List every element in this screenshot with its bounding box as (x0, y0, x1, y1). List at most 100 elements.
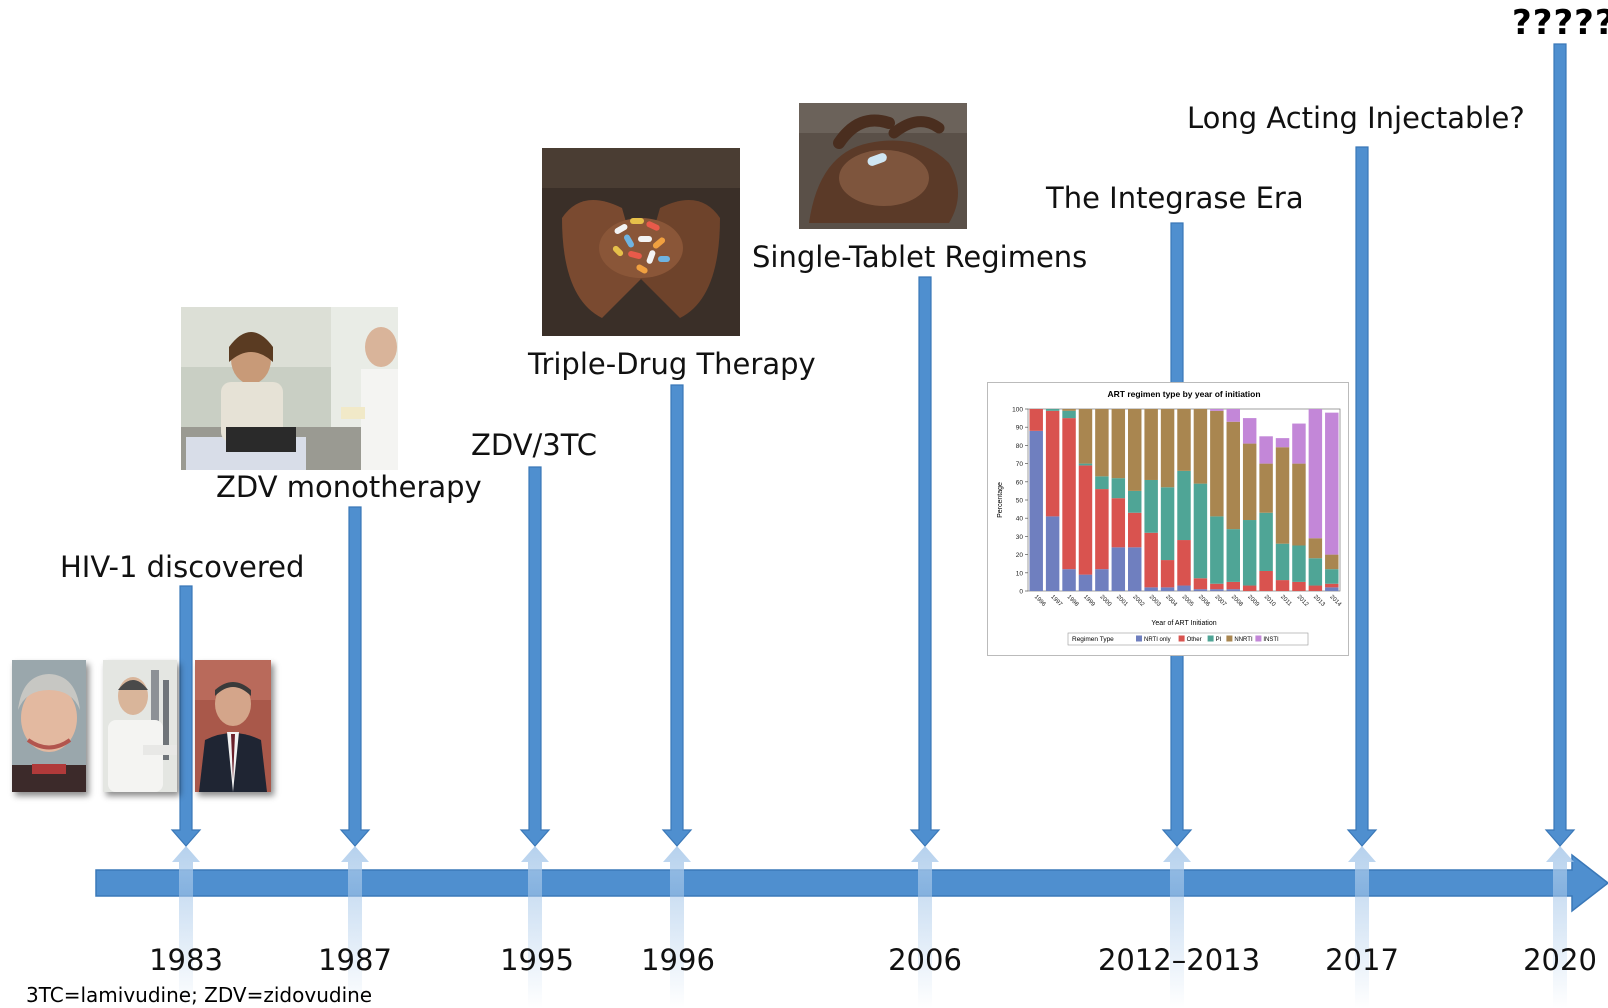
year-label-1996: 1996 (641, 943, 715, 977)
bar-pi-2001 (1111, 478, 1126, 499)
bar-nnrti-2010 (1259, 463, 1273, 513)
bar-pi-2004 (1160, 487, 1175, 561)
bar-nrti-only-2004 (1160, 587, 1175, 591)
year-label-1995: 1995 (500, 943, 574, 977)
bar-other-1998 (1062, 418, 1076, 570)
portrait-2 (103, 660, 177, 792)
event-label-2012-2013: The Integrase Era (1046, 181, 1304, 215)
bar-pi-2003 (1144, 479, 1158, 533)
event-label-1987: ZDV monotherapy (216, 470, 482, 504)
legend-swatch-nrti-only (1136, 635, 1142, 642)
event-arrow (339, 506, 371, 847)
bar-pi-1998 (1062, 410, 1076, 419)
legend-entry: PI (1216, 637, 1222, 643)
legend-title: Regimen Type (1072, 636, 1114, 643)
bar-pi-2006 (1193, 483, 1208, 579)
arrow-reflection (172, 846, 200, 1008)
portrait-1 (12, 660, 86, 792)
x-tick-label: 1998 (1066, 594, 1080, 608)
bar-other-2002 (1128, 512, 1142, 548)
arrow-reflection (1163, 846, 1191, 1008)
pills-in-hands-image (542, 148, 740, 336)
bar-pi-2002 (1128, 490, 1142, 513)
y-tick-label: 20 (1016, 552, 1024, 559)
bar-other-1996 (1029, 409, 1043, 431)
bar-pi-1997 (1045, 409, 1060, 411)
chart-legend (1067, 632, 1309, 646)
bar-nnrti-2006 (1193, 409, 1208, 484)
year-label-2006: 2006 (888, 943, 962, 977)
bar-pi-2007 (1210, 516, 1224, 584)
event-arrow (661, 384, 693, 847)
event-arrow (1346, 146, 1378, 847)
legend-entry: NNRTI (1234, 637, 1253, 643)
bar-insti-2008 (1226, 409, 1240, 422)
y-tick-label: 30 (1016, 534, 1024, 541)
bar-nrti-only-1998 (1062, 569, 1076, 591)
arrow-reflection (911, 846, 939, 1008)
y-tick-label: 100 (1012, 407, 1023, 414)
footnote: 3TC=lamivudine; ZDV=zidovudine (26, 983, 373, 1007)
bar-pi-2009 (1242, 520, 1257, 586)
x-tick-label: 2013 (1312, 594, 1326, 608)
x-tick-label: 1997 (1049, 594, 1063, 608)
bar-other-2012 (1292, 581, 1306, 591)
bar-nrti-only-2003 (1144, 587, 1158, 591)
portrait-man-suit-image (195, 660, 271, 792)
x-tick-label: 1999 (1082, 594, 1096, 608)
event-label-2017: Long Acting Injectable? (1187, 101, 1525, 135)
art-regimen-chart-svg: ART regimen type by year of initiation01… (997, 389, 1343, 646)
bar-nnrti-2000 (1095, 409, 1109, 477)
bar-nrti-only-2000 (1095, 569, 1109, 591)
bar-insti-2011 (1275, 438, 1290, 448)
event-label-1996: Triple-Drug Therapy (528, 347, 816, 381)
bar-insti-2007 (1210, 409, 1224, 411)
bar-nnrti-2014 (1325, 554, 1339, 570)
bar-nnrti-2007 (1210, 410, 1224, 517)
bar-nrti-only-2008 (1226, 589, 1240, 591)
bar-insti-2013 (1308, 409, 1323, 539)
x-tick-label: 2004 (1164, 594, 1178, 608)
bar-nnrti-2003 (1144, 409, 1158, 480)
single-tablet-hand-photo (799, 103, 967, 229)
bar-pi-2014 (1325, 569, 1339, 584)
legend-swatch-insti (1255, 635, 1262, 642)
bar-other-2006 (1193, 578, 1208, 590)
bar-nrti-only-2006 (1193, 589, 1208, 591)
bar-nrti-only-1997 (1045, 516, 1060, 591)
event-label-1983: HIV-1 discovered (60, 550, 305, 584)
bar-nnrti-2001 (1111, 409, 1126, 479)
bar-insti-2014 (1325, 412, 1339, 555)
y-tick-label: 50 (1016, 498, 1024, 505)
bar-insti-2012 (1292, 423, 1306, 464)
bar-nnrti-2004 (1160, 409, 1175, 488)
bar-nrti-only-1999 (1078, 574, 1093, 591)
legend-entry: INSTI (1263, 637, 1279, 643)
year-label-2017: 2017 (1325, 943, 1399, 977)
bar-nrti-only-2001 (1111, 547, 1126, 591)
event-label-1995: ZDV/3TC (471, 428, 598, 462)
x-tick-label: 2008 (1230, 594, 1244, 608)
event-arrow (1544, 43, 1576, 847)
y-tick-label: 80 (1016, 443, 1024, 450)
y-tick-label: 70 (1016, 461, 1024, 468)
y-tick-label: 10 (1016, 570, 1024, 577)
bar-other-2004 (1160, 560, 1175, 588)
x-tick-label: 2002 (1131, 594, 1145, 608)
y-tick-label: 40 (1016, 516, 1024, 523)
bar-pi-2013 (1308, 558, 1323, 586)
arrow-reflection (663, 846, 691, 1008)
y-tick-label: 60 (1016, 479, 1024, 486)
x-tick-label: 2007 (1213, 594, 1227, 608)
hospital-room-image (181, 307, 398, 470)
bar-insti-2009 (1242, 418, 1257, 444)
legend-entry: Other (1187, 637, 1202, 643)
legend-swatch-other (1178, 635, 1185, 642)
bar-pi-2011 (1275, 543, 1290, 581)
pills-in-hands-photo (542, 148, 740, 336)
bar-pi-2000 (1095, 476, 1109, 490)
x-tick-label: 2003 (1148, 594, 1162, 608)
x-tick-label: 2011 (1279, 594, 1293, 608)
